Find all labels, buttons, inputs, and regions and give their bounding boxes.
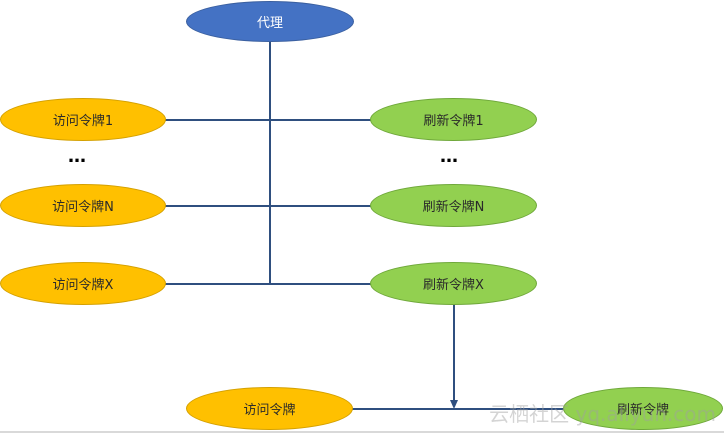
connector-row-n bbox=[164, 205, 372, 207]
access-token-n-node: 访问令牌N bbox=[0, 184, 166, 227]
proxy-vertical-line bbox=[269, 40, 271, 283]
refresh-token-node: 刷新令牌 bbox=[563, 387, 723, 430]
refresh-token-n-node: 刷新令牌N bbox=[370, 184, 537, 227]
ellipsis-right: … bbox=[440, 146, 460, 167]
ellipsis-left: … bbox=[68, 146, 88, 167]
bottom-border bbox=[0, 431, 724, 433]
proxy-node: 代理 bbox=[186, 1, 354, 42]
access-token-node: 访问令牌 bbox=[186, 387, 353, 430]
connector-bottom bbox=[352, 408, 574, 410]
down-arrowhead bbox=[450, 400, 458, 409]
watermark-text: 云栖社区 yq.aliyun.com bbox=[489, 402, 716, 426]
access-token-x-node: 访问令牌X bbox=[0, 262, 166, 305]
access-token-1-node: 访问令牌1 bbox=[0, 98, 166, 141]
connector-row-x bbox=[164, 283, 372, 285]
connector-row-1 bbox=[164, 119, 372, 121]
refresh-token-1-node: 刷新令牌1 bbox=[370, 98, 537, 141]
refresh-down-line bbox=[453, 303, 455, 401]
refresh-token-x-node: 刷新令牌X bbox=[370, 262, 537, 305]
